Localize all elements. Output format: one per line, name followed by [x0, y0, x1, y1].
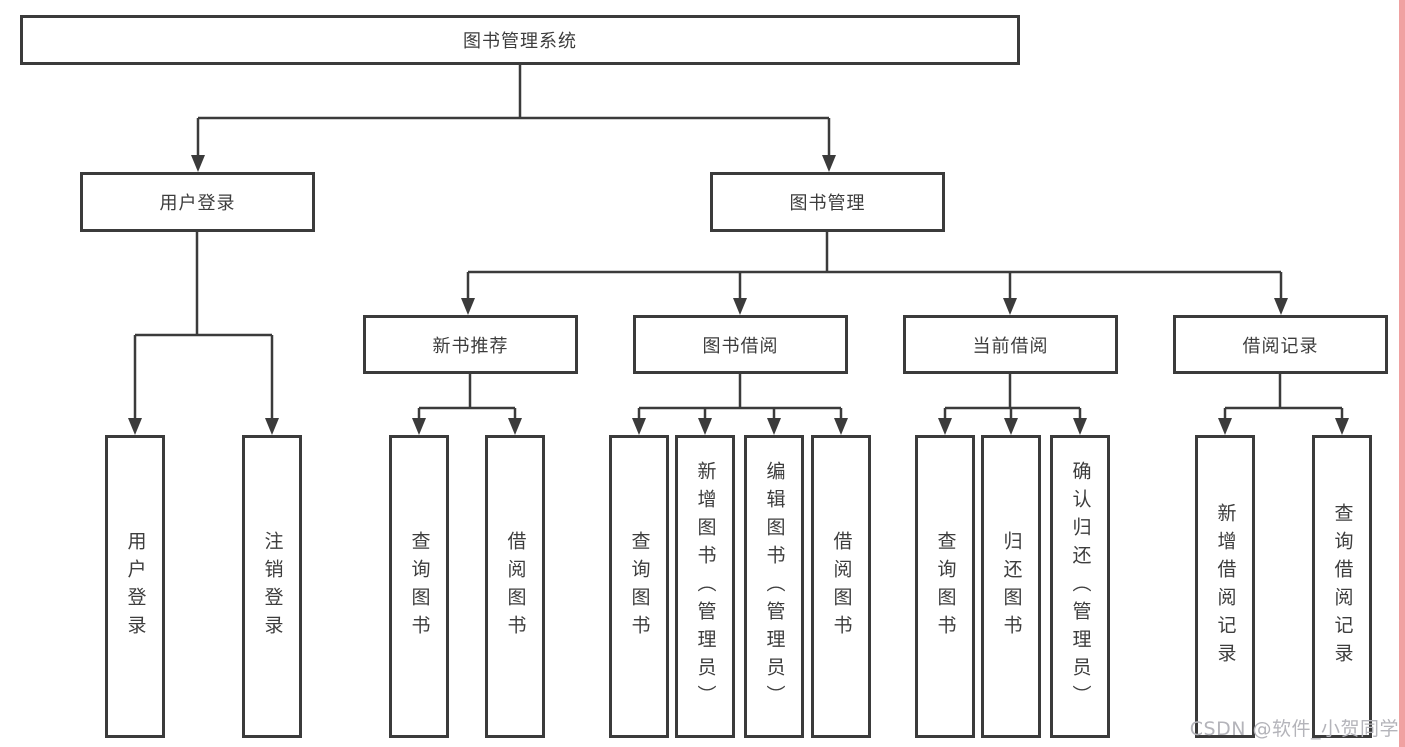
leaf-records-add-record: 新增借阅记录 — [1195, 435, 1255, 738]
node-label: 借阅记录 — [1242, 335, 1319, 357]
csdn-watermark: CSDN @软件_小贺同学 — [1189, 718, 1399, 740]
node-label: 查询图书 — [628, 530, 651, 643]
node-label: 图书管理 — [789, 193, 866, 214]
node-book-borrowing: 图书借阅 — [633, 315, 848, 374]
leaf-borrowing-edit-books-admin: 编辑图书（管理员） — [744, 435, 804, 738]
leaf-user-login: 用户登录 — [105, 435, 165, 738]
node-label: 图书管理系统 — [463, 31, 577, 52]
node-label: 借阅图书 — [830, 530, 853, 643]
node-label: 查询图书 — [934, 530, 957, 643]
node-book-management: 图书管理 — [710, 172, 945, 232]
node-label: 当前借阅 — [972, 335, 1049, 357]
node-current-borrowing: 当前借阅 — [903, 315, 1118, 374]
connector-path — [133, 65, 1344, 423]
leaf-borrowing-query-books: 查询图书 — [609, 435, 669, 738]
leaf-recommend-borrow-books: 借阅图书 — [485, 435, 545, 738]
leaf-borrowing-add-books-admin: 新增图书（管理员） — [675, 435, 735, 738]
leaf-current-return-books: 归还图书 — [981, 435, 1041, 738]
node-label: 注销登录 — [261, 530, 284, 643]
node-label: 新书推荐 — [432, 335, 509, 357]
leaf-recommend-query-books: 查询图书 — [389, 435, 449, 738]
node-root-system: 图书管理系统 — [20, 15, 1020, 65]
leaf-logout: 注销登录 — [242, 435, 302, 738]
leaf-current-confirm-return-admin: 确认归还（管理员） — [1050, 435, 1110, 738]
node-label: 用户登录 — [124, 530, 147, 643]
node-label: 借阅图书 — [504, 530, 527, 643]
node-label: 新增图书（管理员） — [694, 460, 717, 713]
node-label: 查询借阅记录 — [1331, 502, 1354, 671]
arrowheads — [128, 155, 1349, 435]
node-label: 用户登录 — [159, 193, 236, 214]
node-label: 图书借阅 — [702, 335, 779, 357]
node-label: 归还图书 — [1000, 530, 1023, 643]
node-new-book-recommend: 新书推荐 — [363, 315, 578, 374]
node-user-login: 用户登录 — [80, 172, 315, 232]
node-borrowing-records: 借阅记录 — [1173, 315, 1388, 374]
right-accent-strip — [1399, 0, 1405, 747]
node-label: 确认归还（管理员） — [1069, 460, 1092, 713]
node-label: 查询图书 — [408, 530, 431, 643]
leaf-records-query-record: 查询借阅记录 — [1312, 435, 1372, 738]
node-label: 编辑图书（管理员） — [763, 460, 786, 713]
leaf-current-query-books: 查询图书 — [915, 435, 975, 738]
node-label: 新增借阅记录 — [1214, 502, 1237, 671]
leaf-borrowing-borrow-books: 借阅图书 — [811, 435, 871, 738]
